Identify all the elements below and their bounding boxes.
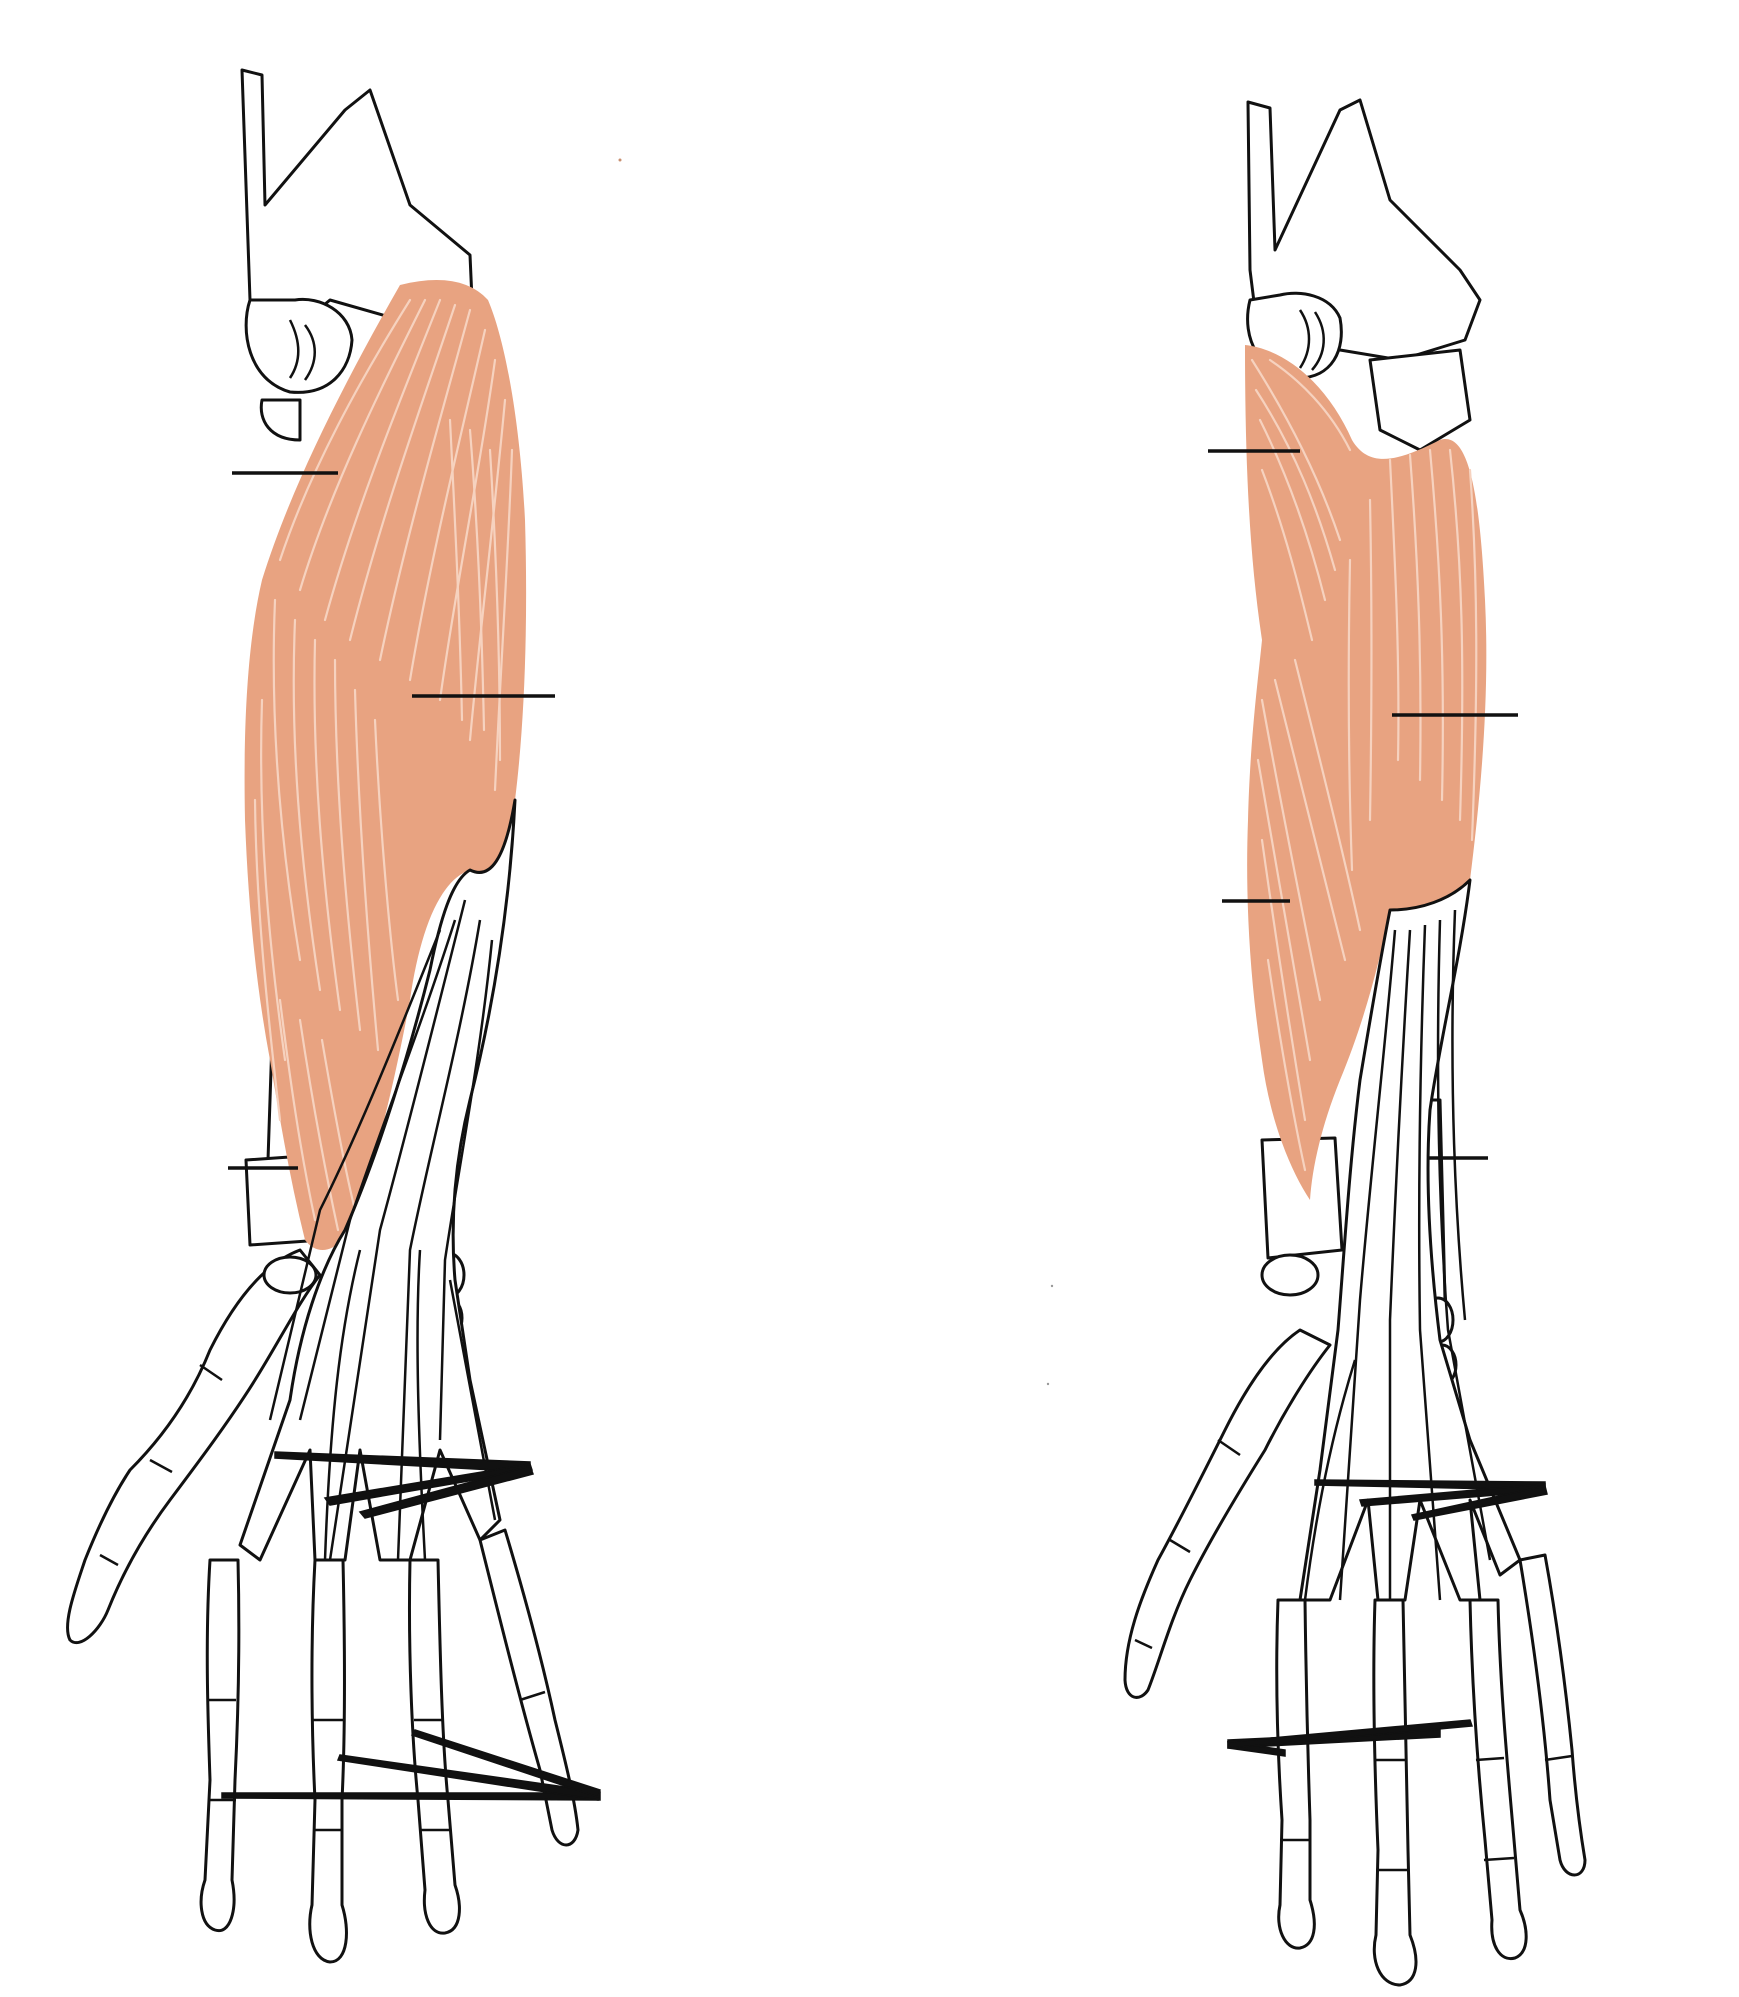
right-olecranon — [1368, 348, 1472, 452]
scan-speck — [1050, 1284, 1054, 1288]
left-leader-lines — [221, 471, 601, 1801]
right-extensor-tendons — [1298, 878, 1522, 1602]
left-thumb — [66, 1248, 322, 1644]
left-forearm-figure — [66, 68, 601, 1964]
right-fingers — [1275, 1553, 1587, 1987]
left-tendon-strands — [268, 899, 497, 1561]
left-radial-head — [259, 398, 302, 442]
scan-speck — [618, 158, 622, 162]
right-muscle-fibers — [1250, 358, 1478, 1172]
left-muscle-fibers — [253, 298, 514, 1232]
right-tendon-strands — [1303, 909, 1492, 1601]
left-flexor-tendons — [238, 798, 517, 1562]
right-extensor-muscle-mass — [1245, 345, 1487, 1200]
right-forearm-figure — [1123, 98, 1587, 1987]
scan-speck — [1046, 1382, 1050, 1386]
right-thumb — [1123, 1328, 1332, 1699]
right-leader-lines — [1208, 449, 1548, 1757]
left-fingers — [199, 1528, 580, 1964]
